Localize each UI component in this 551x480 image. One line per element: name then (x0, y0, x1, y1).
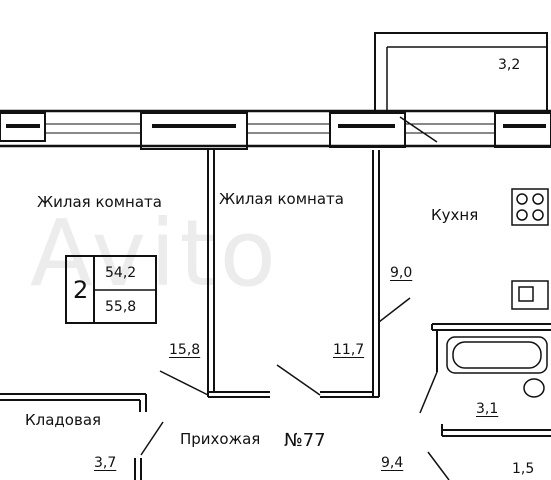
stove-burner (516, 193, 528, 205)
bathtub-inner (452, 341, 542, 369)
room-area: 3,7 (94, 455, 117, 471)
stove-burner (532, 209, 544, 221)
apartment-area-total: 54,2 (105, 265, 137, 281)
bathtub (446, 336, 548, 374)
room-area: 9,0 (390, 265, 413, 281)
stove-burner (532, 193, 544, 205)
room-name: Жилая комната (37, 193, 162, 211)
stove (511, 188, 549, 226)
balcony-area: 3,2 (498, 57, 521, 73)
door-swing (159, 370, 209, 396)
apartment-number: №77 (284, 430, 326, 451)
balcony-outline (374, 32, 548, 112)
apartment-area-full: 55,8 (105, 299, 137, 315)
window-box (494, 112, 551, 148)
door-swing (276, 364, 321, 396)
door-swing (378, 297, 411, 323)
room-name: Жилая комната (219, 190, 344, 208)
toilet-area: 1,5 (512, 461, 535, 477)
door-swing (427, 451, 450, 480)
balcony-door-swing (399, 116, 438, 143)
room-area: 9,4 (381, 455, 404, 471)
room-name: Кухня (431, 206, 479, 224)
room-area: 11,7 (333, 342, 365, 358)
apartment-rooms-count: 2 (73, 276, 89, 304)
kitchen-sink (511, 280, 549, 310)
room-name: Кладовая (25, 411, 102, 429)
window-box (329, 112, 406, 148)
room-area: 15,8 (169, 342, 201, 358)
door-swing (140, 421, 164, 456)
watermark: Avito (30, 200, 280, 307)
window-box (140, 112, 248, 150)
stove-burner (516, 209, 528, 221)
room-name: Прихожая (180, 430, 261, 448)
window-box (0, 112, 46, 142)
bathroom-area: 3,1 (476, 401, 499, 417)
kitchen-sink-basin (518, 286, 534, 302)
door-swing (419, 371, 438, 414)
washbasin (523, 378, 545, 398)
